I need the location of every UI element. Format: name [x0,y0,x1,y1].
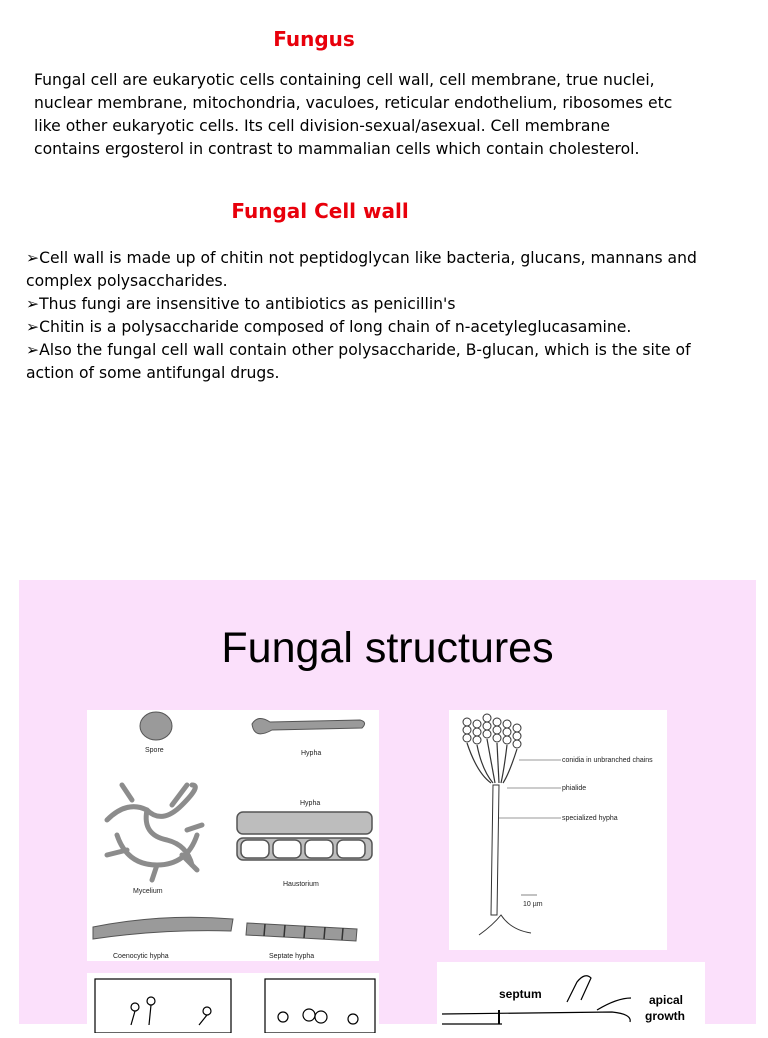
label-hypha-top: Hypha [301,750,321,757]
label-growth: growth [645,1009,685,1023]
bullet-item: ➢Also the fungal cell wall contain other… [26,341,691,382]
fungal-forms-svg: Spore Hypha Mycelium Hypha Hau [92,711,373,960]
bullet-item: ➢Cell wall is made up of chitin not pept… [26,249,697,290]
label-specialized-hypha: specialized hypha [562,815,618,822]
mycelium-shape [104,782,205,883]
label-apical: apical [649,993,683,1007]
label-conidia: conidia in unbranched chains [562,757,653,764]
conidiophore-svg: conidia in unbranched chains phialide sp… [462,713,653,936]
label-septum: septum [499,987,542,1001]
label-spore: Spore [145,747,164,754]
label-scale: 10 µm [523,901,543,908]
conidiophore-figure: conidia in unbranched chains phialide sp… [449,710,667,950]
hypha-shape [251,718,366,735]
conidia-chains [462,713,522,749]
apical-growth-svg: septum apical growth [441,975,685,1025]
hypha-base [478,914,532,936]
label-coenocytic: Coenocytic hypha [113,953,169,960]
bullet-item: ➢Thus fungi are insensitive to antibioti… [26,295,456,313]
bullet-list: ➢Cell wall is made up of chitin not pept… [26,247,726,385]
frame-right [264,978,376,1034]
budding-figure [87,973,379,1034]
apical-growth-figure: septum apical growth [437,962,705,1032]
slide-title: Fungal structures [221,624,554,672]
haustorium-shape [236,811,373,861]
label-septate: Septate hypha [269,953,314,960]
heading-fungal-cell-wall: Fungal Cell wall [231,199,409,223]
intro-paragraph: Fungal cell are eukaryotic cells contain… [34,71,673,158]
leader-lines [499,759,561,896]
phialides [466,738,518,784]
bullet-item: ➢Chitin is a polysaccharide composed of … [26,318,632,336]
budding-svg [94,978,376,1034]
heading-fungus: Fungus [273,27,355,51]
frame-left [94,978,232,1034]
septate-hypha-shape [245,922,358,942]
label-hypha-mid: Hypha [300,800,320,807]
spore-shape [139,711,173,741]
label-haustorium: Haustorium [283,881,319,888]
specialized-hypha-stalk [490,784,500,916]
fungal-forms-figure: Spore Hypha Mycelium Hypha Hau [87,710,379,961]
label-phialide: phialide [562,785,586,792]
label-mycelium: Mycelium [133,888,163,895]
coenocytic-hypha-shape [92,916,234,940]
spore-stalks [130,996,359,1026]
fungal-structures-slide: Fungal structures Spore Hypha Mycelium [19,580,756,1034]
